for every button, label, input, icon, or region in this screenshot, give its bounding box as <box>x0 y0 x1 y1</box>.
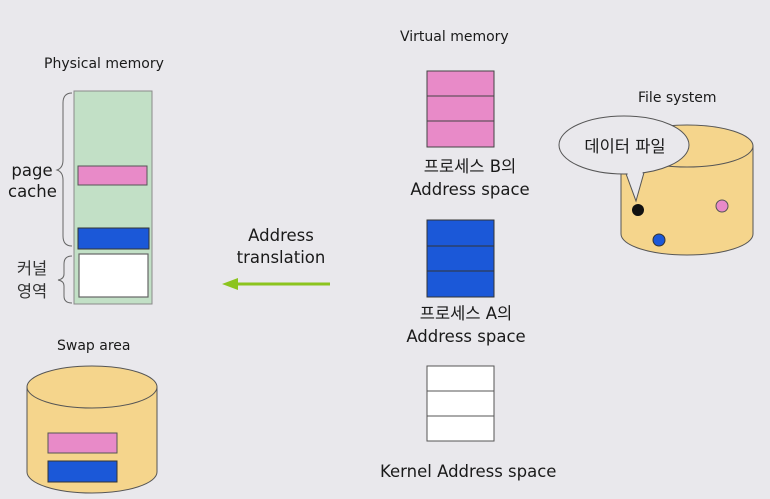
process-a-label: 프로세스 A의 Address space <box>406 304 526 346</box>
kernel-area-label: 커널 영역 <box>16 259 48 301</box>
process-b-label: 프로세스 B의 Address space <box>410 157 530 199</box>
file-system-title: File system <box>638 90 717 106</box>
swap-blue-block <box>47 460 118 483</box>
address-translation-label: Address translation <box>236 226 326 267</box>
data-file-bubble <box>558 115 690 203</box>
kernel-area-brace <box>57 255 73 304</box>
kernel-area-block <box>78 253 149 298</box>
process-b-address-space <box>426 70 495 148</box>
data-file-black-dot <box>632 204 644 216</box>
virtual-memory-title: Virtual memory <box>400 29 509 45</box>
process-a-address-space <box>426 219 495 298</box>
address-translation-arrow <box>222 278 330 290</box>
swap-area-title: Swap area <box>57 338 131 354</box>
data-file-pink-dot <box>715 199 729 213</box>
kernel-address-space <box>426 365 495 442</box>
page-cache-pink-block <box>77 165 148 186</box>
kernel-address-space-label: Kernel Address space <box>380 462 557 481</box>
page-cache-brace <box>55 92 73 247</box>
physical-memory-title: Physical memory <box>44 56 164 72</box>
data-file-blue-dot <box>652 233 666 247</box>
page-cache-blue-block <box>77 227 150 250</box>
swap-pink-block <box>47 432 118 454</box>
bubble-text: 데이터 파일 <box>584 137 666 156</box>
page-cache-label: page cache <box>8 161 57 201</box>
swap-area-disk <box>26 365 158 494</box>
file-system-disk <box>620 124 754 256</box>
